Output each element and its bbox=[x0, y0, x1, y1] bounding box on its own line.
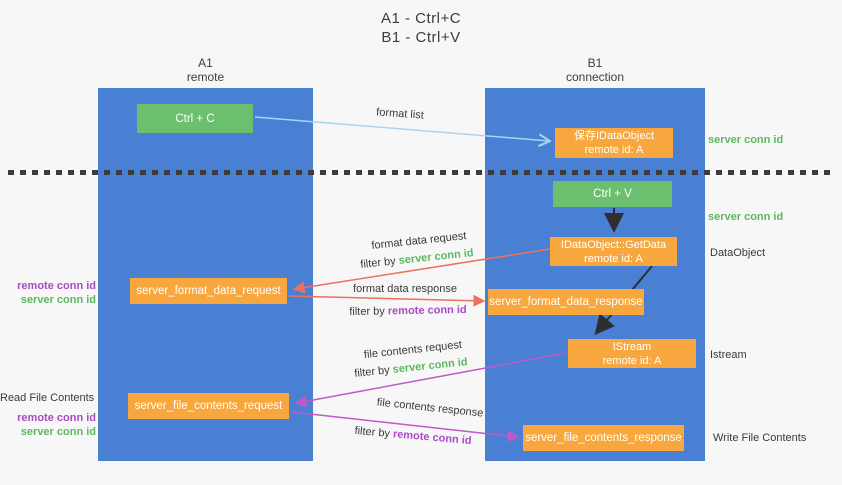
lifeline-b1-name: B1 bbox=[587, 56, 603, 70]
remote-conn-id-text: remote conn id bbox=[392, 428, 473, 448]
lifeline-header-a1: A1 remote bbox=[98, 56, 313, 84]
lifeline-header-b1: B1 connection bbox=[485, 56, 705, 84]
node-server-file-contents-response: server_file_contents_response bbox=[523, 425, 684, 451]
node-save-idataobject: 保存IDataObject remote id: A bbox=[555, 128, 673, 158]
node-istream-title: IStream bbox=[612, 340, 652, 353]
side-label-server-conn-id-left-1: server conn id bbox=[20, 294, 96, 306]
side-label-write-file-contents: Write File Contents bbox=[713, 432, 807, 444]
side-label-read-file-contents: Read File Contents bbox=[0, 392, 95, 404]
side-label-dataobject: DataObject bbox=[710, 247, 766, 259]
lifeline-a1-role: remote bbox=[186, 70, 225, 84]
title-line-2: B1 - Ctrl+V bbox=[381, 29, 461, 46]
node-server-format-data-response: server_format_data_response bbox=[488, 289, 644, 315]
filter-by-text: filter by bbox=[353, 364, 391, 380]
phase-separator-dotted-line bbox=[8, 170, 834, 175]
node-server-format-data-request: server_format_data_request bbox=[130, 278, 287, 304]
node-save-idataobject-sub: remote id: A bbox=[584, 144, 644, 156]
edge-label-filter-by-remote-conn-id-1: filter by remote conn id bbox=[333, 303, 483, 321]
node-getdata-sub: remote id: A bbox=[584, 252, 643, 265]
filter-by-text: filter by bbox=[349, 305, 385, 319]
side-label-server-conn-id-right-1: server conn id bbox=[708, 134, 784, 146]
node-save-idataobject-title: 保存IDataObject bbox=[573, 130, 655, 142]
node-getdata-title: IDataObject::GetData bbox=[560, 238, 667, 251]
side-label-server-conn-id-right-2: server conn id bbox=[708, 211, 784, 223]
side-label-server-conn-id-left-2: server conn id bbox=[20, 426, 96, 438]
node-ctrl-c: Ctrl + C bbox=[137, 104, 253, 133]
node-ctrl-v: Ctrl + V bbox=[553, 181, 672, 207]
edge-label-file-contents-response: file contents response bbox=[376, 396, 484, 420]
server-conn-id-text: server conn id bbox=[392, 356, 469, 376]
lifeline-b1-role: connection bbox=[565, 70, 625, 84]
side-label-istream: Istream bbox=[710, 349, 747, 361]
node-server-file-contents-request: server_file_contents_request bbox=[128, 393, 289, 419]
edge-label-format-list: format list bbox=[375, 106, 425, 122]
title-line-1: A1 - Ctrl+C bbox=[380, 10, 462, 27]
diagram-title: A1 - Ctrl+C B1 - Ctrl+V bbox=[0, 9, 842, 47]
node-istream-sub: remote id: A bbox=[602, 354, 662, 367]
side-label-remote-conn-id-left-2: remote conn id bbox=[17, 412, 96, 424]
node-istream: IStream remote id: A bbox=[568, 339, 696, 368]
node-idataobject-getdata: IDataObject::GetData remote id: A bbox=[550, 237, 677, 266]
remote-conn-id-text: remote conn id bbox=[387, 303, 467, 318]
edge-label-filter-by-remote-conn-id-2: filter by remote conn id bbox=[335, 422, 492, 451]
server-conn-id-text: server conn id bbox=[398, 247, 475, 267]
filter-by-text: filter by bbox=[354, 424, 391, 440]
edge-label-format-data-response: format data response bbox=[353, 283, 457, 295]
side-label-remote-conn-id-left-1: remote conn id bbox=[17, 280, 96, 292]
lifeline-a1-name: A1 bbox=[198, 56, 213, 70]
filter-by-text: filter by bbox=[359, 255, 397, 271]
